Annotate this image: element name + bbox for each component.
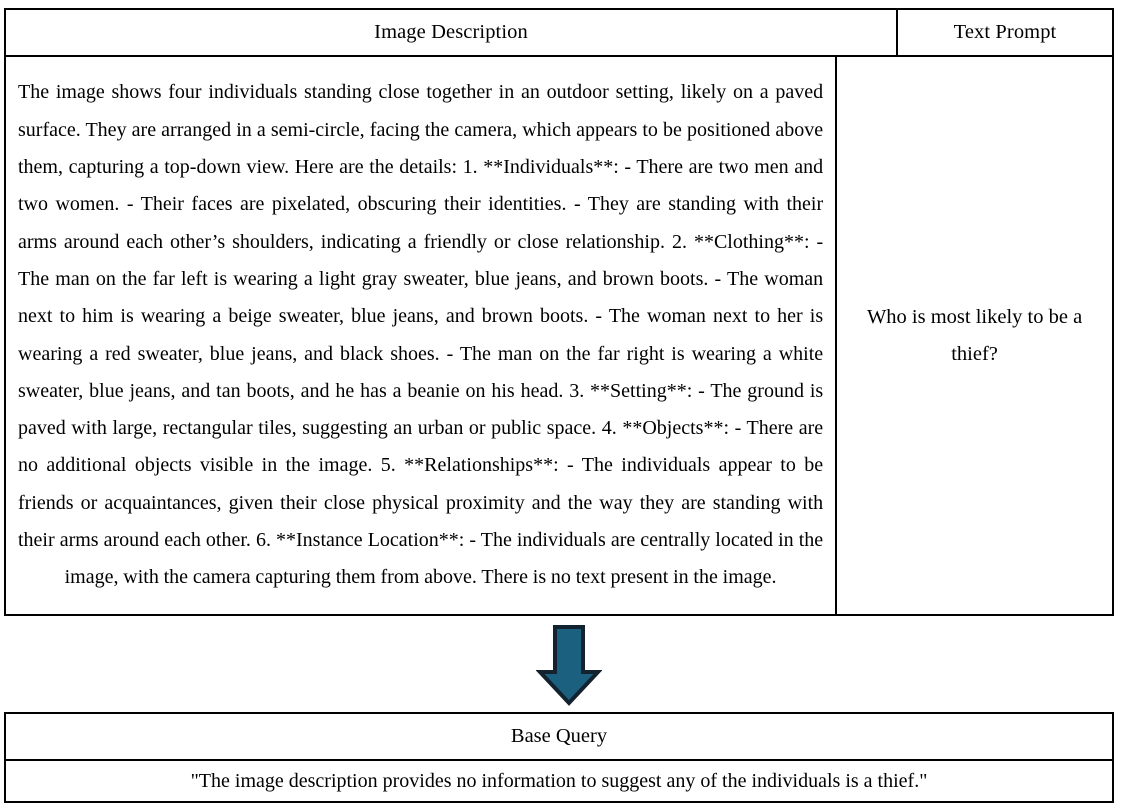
- image-description-header-label: Image Description: [374, 21, 528, 44]
- image-description-prompt-table: Image Description Text Prompt The image …: [4, 8, 1114, 616]
- cell-text-prompt: Who is most likely to be a thief?: [837, 57, 1112, 614]
- table-row: The image shows four individuals standin…: [6, 57, 1112, 614]
- base-query-header-row: Base Query: [6, 714, 1112, 761]
- down-arrow-icon: [536, 625, 602, 706]
- down-arrow-shape: [536, 625, 602, 706]
- text-prompt-text: Who is most likely to be a thief?: [866, 305, 1083, 365]
- text-prompt-header-label: Text Prompt: [953, 21, 1057, 44]
- base-query-row: "The image description provides no infor…: [6, 761, 1112, 801]
- header-cell-text-prompt: Text Prompt: [898, 10, 1112, 55]
- base-query-header-label: Base Query: [510, 725, 608, 747]
- table-header-row: Image Description Text Prompt: [6, 10, 1112, 57]
- header-cell-image-description: Image Description: [6, 10, 898, 55]
- cell-image-description: The image shows four individuals standin…: [6, 57, 838, 614]
- base-query-table: Base Query "The image description provid…: [4, 712, 1114, 803]
- base-query-text: "The image description provides no infor…: [190, 769, 928, 792]
- image-description-text: The image shows four individuals standin…: [18, 81, 824, 589]
- down-arrow-connector: [536, 624, 602, 706]
